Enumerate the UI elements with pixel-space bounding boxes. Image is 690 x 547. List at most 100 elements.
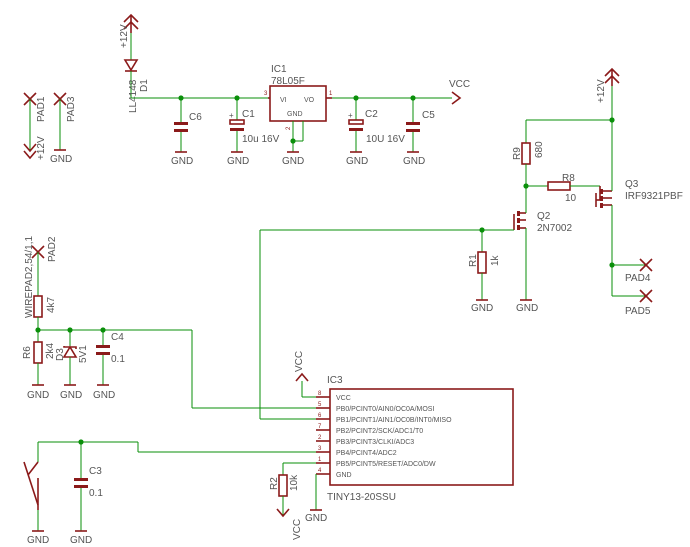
mcu-ic3: IC3 TINY13-20SSU VCC 8 5 6 7 2 3 1 4 VCC… [259,230,514,524]
c1-name: C1 [242,109,255,120]
supply-12v-d1: +12V [119,13,139,48]
pad1-name: PAD1 [36,96,47,122]
c3-name: C3 [89,466,102,477]
resistor-r6: R6 2k4 GND [22,330,56,401]
capacitor-c6: C6 GND [171,98,202,167]
resistor-r8: R8 10 [526,173,600,204]
capacitor-c1: + C1 10u 16V GND [227,98,280,167]
ic3-pin-num: 6 [318,413,322,419]
resistor-r9: R9 680 [512,120,545,186]
gnd-label: GND [305,513,327,524]
ic3-pin-label: GND [336,472,352,479]
gnd-label: GND [27,535,49,546]
gnd-label: GND [227,156,249,167]
regulator-ic1: IC1 78L05F VI VO GND 3 1 2 GND [264,64,333,167]
pad4-name: PAD4 [625,273,651,284]
pad-pad4: PAD4 [609,258,653,284]
pad2-value: WIREPAD2,54/1,1 [24,235,35,318]
q3-value: IRF9321PBF [625,191,683,202]
pad3-name: PAD3 [66,96,77,122]
pad5-name: PAD5 [625,306,651,317]
gnd-label: GND [27,390,49,401]
ic3-pin-label: PB2/PCINT2/SCK/ADC1/T0 [336,428,423,435]
zener-d3: D3 5V1 GND [55,330,89,401]
c4-name: C4 [111,332,124,343]
c1-plus: + [229,111,234,120]
d1-value: LL4148 [128,79,139,113]
vcc-label-top: VCC [449,79,470,90]
ic3-pin-label: PB0/PCINT0/AIN0/OC0A/MOSI [336,406,434,413]
switch: GND [23,442,49,546]
r6-name: R6 [22,346,33,359]
vcc-label-r2: VCC [292,519,303,540]
pad-pad2: PAD2 WIREPAD2,54/1,1 [24,235,58,318]
c3-value: 0.1 [89,488,103,499]
d3-name: D3 [55,348,66,361]
capacitor-c2: + C2 10U 16V GND [346,98,405,167]
ic3-pin-num: 4 [318,468,322,474]
ic3-pin-num: 8 [318,391,322,397]
ic1-pin-num-in: 3 [264,91,268,97]
resistor-r1: R1 1k GND [468,230,501,314]
gnd-label: GND [282,156,304,167]
c2-name: C2 [365,109,378,120]
ic3-pin-num: 7 [318,424,322,430]
c1-value: 10u 16V [242,134,280,145]
c5-name: C5 [422,110,435,121]
ic3-pin-num: 2 [318,435,322,441]
d3-value: 5V1 [78,345,89,363]
ic3-pin-label: PB3/PCINT3/CLKI/ADC3 [336,439,414,446]
r2-value: 10k [289,474,300,491]
ic3-pin-num: 3 [318,446,322,452]
c2-plus: + [348,111,353,120]
r8-value: 10 [565,193,577,204]
c6-name: C6 [189,112,202,123]
supply-12v-label-d1: +12V [119,24,130,48]
ic1-value: 78L05F [271,76,305,87]
gnd-label: GND [93,390,115,401]
resistor-4k7: 4k7 [33,295,57,330]
pad-pad5: PAD5 [612,289,653,317]
capacitor-c4: C4 0.1 GND [93,330,125,401]
q2-value: 2N7002 [537,223,572,234]
gnd-label: GND [60,390,82,401]
ic1-pin-num-gnd: 2 [286,126,292,130]
c4-value: 0.1 [111,354,125,365]
c2-value: 10U 16V [366,134,405,145]
mosfet-q2: GND Q2 2N7002 [513,186,572,314]
gnd-label: GND [403,156,425,167]
gnd-label: GND [346,156,368,167]
ic1-pin-vo: VO [304,97,315,104]
q2-name: Q2 [537,211,551,222]
mosfet-q3: Q3 IRF9321PBF [595,120,683,296]
r9-name: R9 [512,147,523,160]
gnd-label: GND [171,156,193,167]
gnd-label: GND [516,303,538,314]
q3-name: Q3 [625,179,639,190]
ic3-pin-num: 1 [318,457,322,463]
ic3-value: TINY13-20SSU [327,492,396,503]
r9-value: 680 [534,141,545,158]
vcc-arrow [451,91,462,105]
pad-pad3: PAD3 GND [50,92,77,165]
d1-name: D1 [139,79,150,92]
resistor-r2: R2 10k VCC [269,474,303,540]
r1-name: R1 [468,254,479,267]
supply-12v-label-right: +12V [596,79,607,103]
ic3-pin-label: PB1/PCINT1/AIN1/OC0B/INT0/MISO [336,417,452,424]
supply-12v-right: +12V [596,67,620,120]
pad2-name: PAD2 [47,236,58,262]
r2-name: R2 [269,477,280,490]
gnd-label: GND [50,154,72,165]
gnd-label: GND [471,303,493,314]
diode-d1: D1 LL4148 [123,33,150,113]
vcc-label-ic3: VCC [294,351,305,372]
pad-pad1: PAD1 +12V [23,92,47,160]
ic3-name: IC3 [327,375,343,386]
r-top-value: 4k7 [46,296,57,313]
supply-12v-label-pad1: +12V [36,136,47,160]
ic3-pin-label: PB5/PCINT5/RESET/ADC0/DW [336,461,436,468]
gnd-label: GND [70,535,92,546]
r6-value: 2k4 [45,342,56,359]
